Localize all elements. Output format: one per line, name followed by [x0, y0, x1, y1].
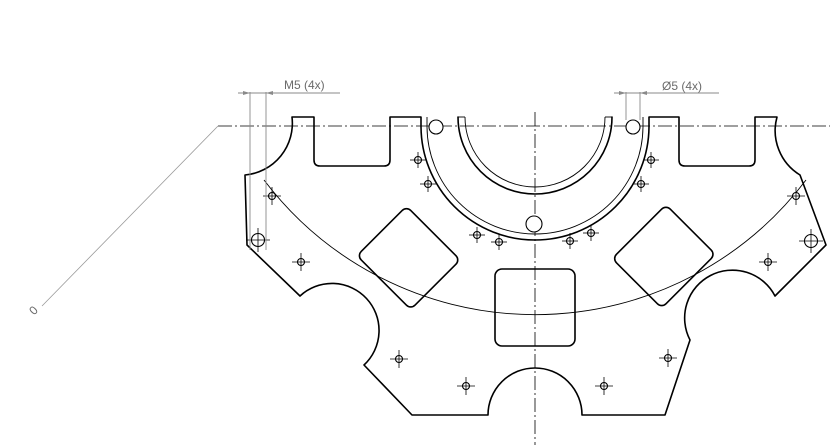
- hole-small: [292, 253, 310, 271]
- bore-step-edge: [426, 117, 644, 235]
- center-lines: [218, 112, 830, 445]
- hole-small: [469, 227, 485, 243]
- window-cutouts: [358, 206, 714, 347]
- hole-small: [643, 152, 659, 168]
- callout-m5: M5 (4x): [238, 78, 340, 250]
- hole-small: [659, 349, 677, 367]
- hole-m5-right-outer: [799, 229, 823, 253]
- hole-small: [759, 253, 777, 271]
- hole-small: [595, 377, 613, 395]
- plate-outline: [244, 116, 827, 416]
- hole-small: [457, 377, 475, 395]
- leader-line: [41, 125, 219, 307]
- hole-center-bore: [525, 215, 543, 233]
- window-center: [494, 268, 576, 347]
- window-right: [613, 206, 714, 307]
- window-left: [358, 207, 459, 308]
- hole-pattern: [246, 119, 823, 395]
- hole-small: [390, 350, 408, 368]
- callout-d5: Ø5 (4x): [614, 79, 719, 120]
- hole-small: [410, 152, 426, 168]
- hole-d5-top-right: [625, 119, 641, 135]
- bore-inner-edge: [464, 116, 606, 188]
- pitch-circle-arc: [263, 179, 807, 316]
- hole-small: [420, 176, 436, 192]
- hole-small: [562, 233, 578, 249]
- hole-small: [583, 225, 599, 241]
- hole-d5-top-left: [428, 119, 444, 135]
- half-bore: [457, 116, 613, 195]
- hole-small: [787, 187, 805, 205]
- callout-d5-label: Ø5 (4x): [662, 79, 702, 93]
- callout-m5-label: M5 (4x): [284, 78, 325, 92]
- hole-small: [491, 234, 507, 250]
- hole-small: [633, 176, 649, 192]
- leader-mark-label: 0: [26, 303, 41, 318]
